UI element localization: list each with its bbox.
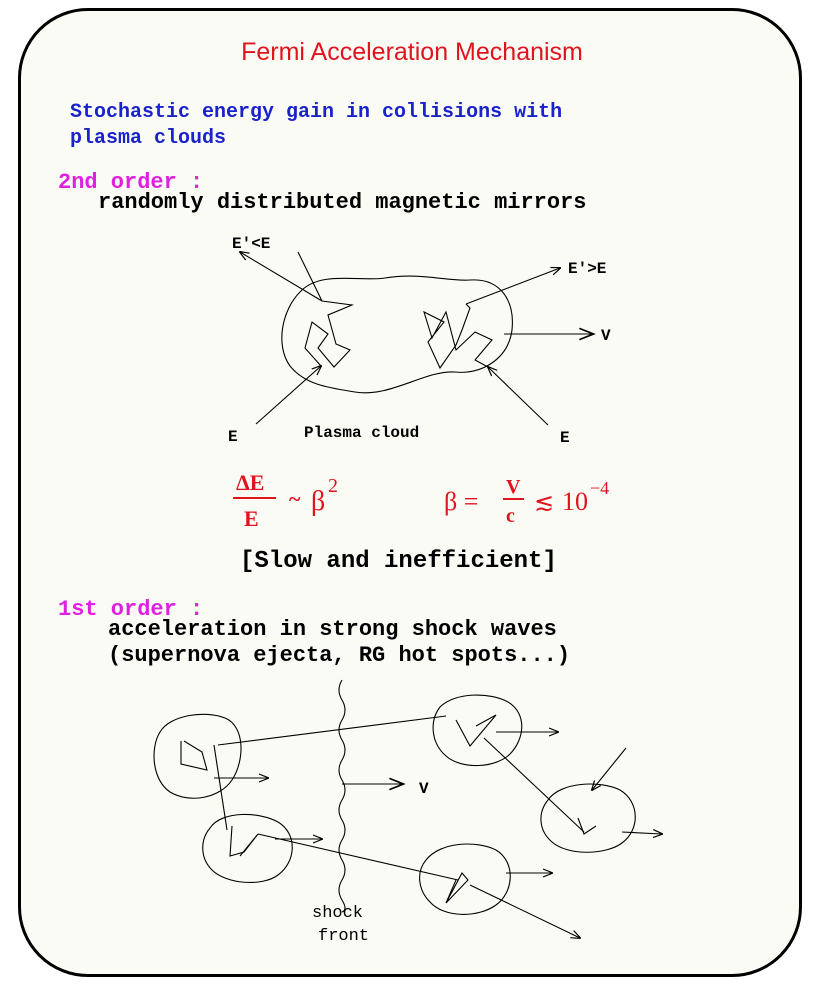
label-cloud-velocity: V — [601, 327, 611, 345]
label-e-prime-greater: E'>E — [568, 260, 606, 278]
cloud-a — [153, 713, 242, 799]
label-shock: shock — [312, 904, 363, 923]
formula-tilde: ~ — [289, 486, 301, 511]
shock-front-line — [338, 679, 346, 913]
outgoing-right-track — [465, 268, 560, 305]
formula-v: V — [506, 476, 521, 498]
plasma-cloud-diagram — [240, 251, 592, 426]
cloud-d-path — [577, 817, 597, 835]
first-order-description: acceleration in strong shock waves (supe… — [108, 617, 571, 668]
label-e-prime-less: E'<E — [232, 235, 270, 253]
second-order-description: randomly distributed magnetic mirrors — [98, 190, 587, 215]
track-b-to-e — [257, 833, 459, 881]
cloud-e-path — [445, 872, 469, 904]
formula-exponent-2: 2 — [328, 475, 338, 497]
second-order-label: 2nd order : — [58, 170, 204, 195]
slow-inefficient-note: [Slow and inefficient] — [240, 548, 557, 575]
cloud-d — [540, 783, 636, 853]
outgoing-left-track — [240, 252, 323, 302]
left-zigzag-path — [297, 251, 355, 368]
first-order-label: 1st order : — [58, 597, 204, 622]
formula-beta-eq: β = — [444, 487, 478, 516]
formula-delta-e: ΔE — [236, 470, 264, 495]
label-e-right: E — [560, 429, 570, 447]
track-c-to-d — [483, 737, 585, 833]
incoming-right-track — [488, 367, 549, 426]
slide-subtitle: Stochastic energy gain in collisions wit… — [70, 101, 563, 150]
formula-exponent-minus-4: −4 — [590, 478, 609, 498]
formula-e: E — [244, 506, 259, 531]
label-plasma-cloud: Plasma cloud — [304, 424, 419, 442]
beta-formula: β = V c ≲ 10 −4 — [444, 476, 609, 527]
shock-wave-diagram — [153, 679, 662, 938]
track-a-to-c — [217, 715, 447, 746]
energy-gain-formula: ΔE E ~ β 2 — [233, 470, 338, 531]
right-zigzag-path — [423, 303, 493, 370]
incoming-left-track — [255, 366, 321, 425]
cloud-c-path — [455, 714, 497, 747]
formula-beta: β — [311, 486, 325, 517]
track-a-down — [213, 744, 228, 831]
plasma-cloud-outline — [281, 275, 513, 394]
cloud-b-path — [229, 825, 259, 857]
formula-lesssim: ≲ — [534, 490, 554, 516]
formula-ten: 10 — [562, 487, 588, 516]
label-e-left: E — [228, 428, 238, 446]
cloud-b — [202, 813, 293, 884]
cloud-c — [432, 694, 523, 767]
track-e-out — [469, 884, 580, 938]
cloud-e — [419, 843, 511, 915]
slide-frame — [18, 8, 802, 977]
label-front: front — [318, 927, 369, 946]
formula-c: c — [506, 505, 515, 527]
slide-title: Fermi Acceleration Mechanism — [241, 38, 583, 66]
label-shock-velocity: V — [419, 780, 429, 798]
cloud-a-path — [180, 740, 208, 771]
